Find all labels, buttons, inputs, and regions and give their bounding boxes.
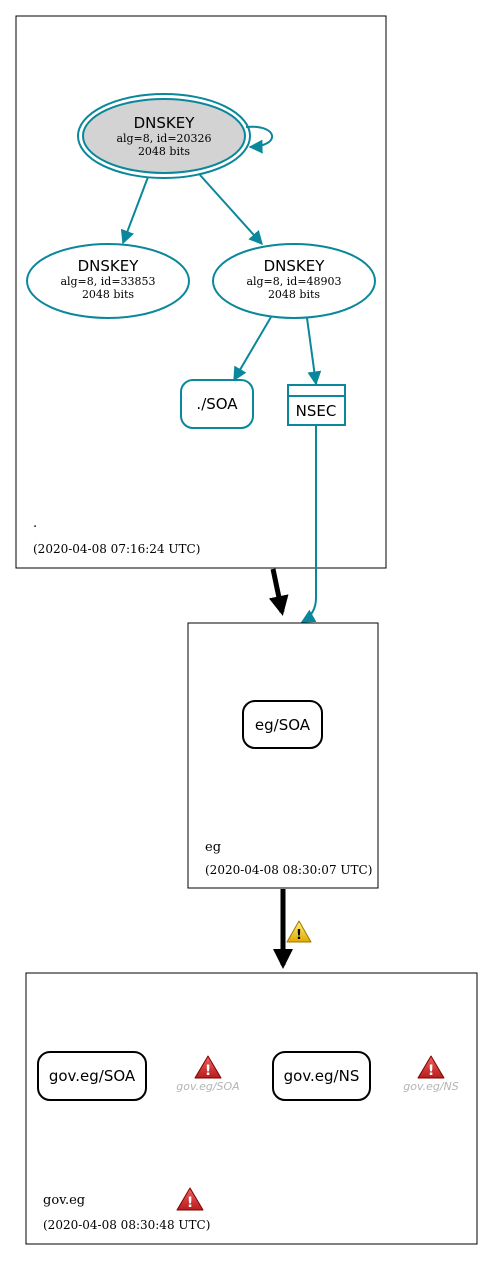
zone-eg-box — [187, 622, 379, 889]
warning-yellow-icon[interactable]: ! — [286, 920, 312, 943]
warning-red-icon: ! — [194, 1055, 222, 1079]
edge-zsk2-to-root-soa — [233, 316, 272, 382]
zone-goveg: gov.eg/SOA ! gov.eg/SOA gov.eg/NS ! gov.… — [25, 972, 478, 1245]
eg-soa-label: eg/SOA — [255, 716, 311, 734]
warning-red-icon: ! — [417, 1055, 445, 1079]
zsk2-bits: 2048 bits — [268, 288, 320, 301]
zone-eg-timestamp: (2020-04-08 08:30:07 UTC) — [205, 863, 372, 877]
goveg-ns-error-label: gov.eg/NS — [403, 1080, 459, 1093]
zone-root-timestamp: (2020-04-08 07:16:24 UTC) — [33, 542, 200, 556]
goveg-ns-error-node[interactable]: ! gov.eg/NS — [403, 1055, 459, 1093]
nsec-label: NSEC — [296, 402, 337, 420]
edge-nsec-to-eg — [300, 426, 317, 623]
ksk-bits: 2048 bits — [138, 145, 190, 158]
goveg-soa-error-node[interactable]: ! gov.eg/SOA — [176, 1055, 240, 1093]
svg-text:!: ! — [205, 1063, 211, 1079]
goveg-ns-label: gov.eg/NS — [284, 1067, 360, 1085]
dnskey-zsk-33853-node[interactable]: DNSKEY alg=8, id=33853 2048 bits — [26, 243, 190, 319]
dnskey-zsk-48903-node[interactable]: DNSKEY alg=8, id=48903 2048 bits — [212, 243, 376, 319]
zone-root-name: . — [33, 516, 37, 531]
svg-text:!: ! — [428, 1063, 434, 1079]
zone-root: DNSKEY alg=8, id=20326 2048 bits DNSKEY … — [15, 15, 387, 569]
zone-eg: eg/SOA eg (2020-04-08 08:30:07 UTC) — [187, 622, 379, 889]
zsk1-bits: 2048 bits — [82, 288, 134, 301]
edge-zsk2-to-nsec — [306, 317, 322, 386]
dnskey-ksk-node[interactable]: DNSKEY alg=8, id=20326 2048 bits — [77, 93, 251, 179]
edge-ksk-to-zsk1 — [120, 176, 149, 245]
goveg-soa-node[interactable]: gov.eg/SOA — [37, 1051, 147, 1101]
goveg-ns-node[interactable]: gov.eg/NS — [272, 1051, 371, 1101]
root-soa-node[interactable]: ./SOA — [180, 379, 254, 429]
edge-ksk-to-zsk2 — [199, 174, 263, 246]
zone-goveg-box — [25, 972, 478, 1245]
zsk1-alg: alg=8, id=33853 — [60, 275, 155, 288]
ksk-self-signature-edge — [245, 125, 273, 154]
goveg-soa-label: gov.eg/SOA — [49, 1067, 136, 1085]
zone-root-box — [15, 15, 387, 569]
zsk1-title: DNSKEY — [78, 257, 140, 275]
warning-red-icon[interactable]: ! — [176, 1187, 204, 1211]
zsk2-alg: alg=8, id=48903 — [246, 275, 341, 288]
goveg-soa-error-label: gov.eg/SOA — [176, 1080, 239, 1093]
svg-text:!: ! — [187, 1195, 193, 1211]
zone-goveg-timestamp: (2020-04-08 08:30:48 UTC) — [43, 1218, 210, 1232]
ksk-alg: alg=8, id=20326 — [116, 132, 211, 145]
delegation-root-to-eg — [268, 568, 289, 616]
eg-soa-node[interactable]: eg/SOA — [242, 700, 323, 749]
zone-eg-name: eg — [205, 840, 221, 855]
zone-goveg-name: gov.eg — [43, 1193, 85, 1208]
zsk2-title: DNSKEY — [264, 257, 326, 275]
nsec-node[interactable]: NSEC — [287, 384, 346, 426]
ksk-title: DNSKEY — [134, 114, 196, 132]
svg-text:!: ! — [296, 928, 302, 943]
root-soa-label: ./SOA — [196, 395, 238, 413]
